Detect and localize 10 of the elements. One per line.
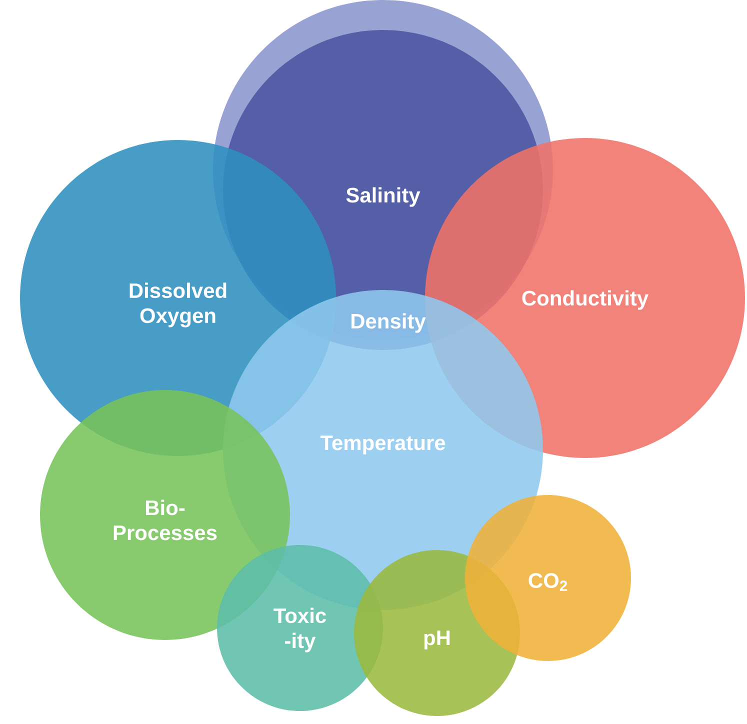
overlap-label: Density [351, 313, 426, 333]
circle-label: pH [424, 630, 450, 650]
circle-label: Salinity [346, 187, 420, 207]
circle-label: Temperature [320, 436, 446, 454]
circle-label: Toxic -ity [274, 608, 326, 652]
circle-label: CO$_{2}$ [528, 573, 567, 591]
circle-label: Conductivity [522, 290, 648, 310]
circle [465, 495, 631, 661]
circle-label: Bio-Processes [114, 500, 217, 540]
circle-label: Dissolved Oxygen [130, 282, 226, 328]
